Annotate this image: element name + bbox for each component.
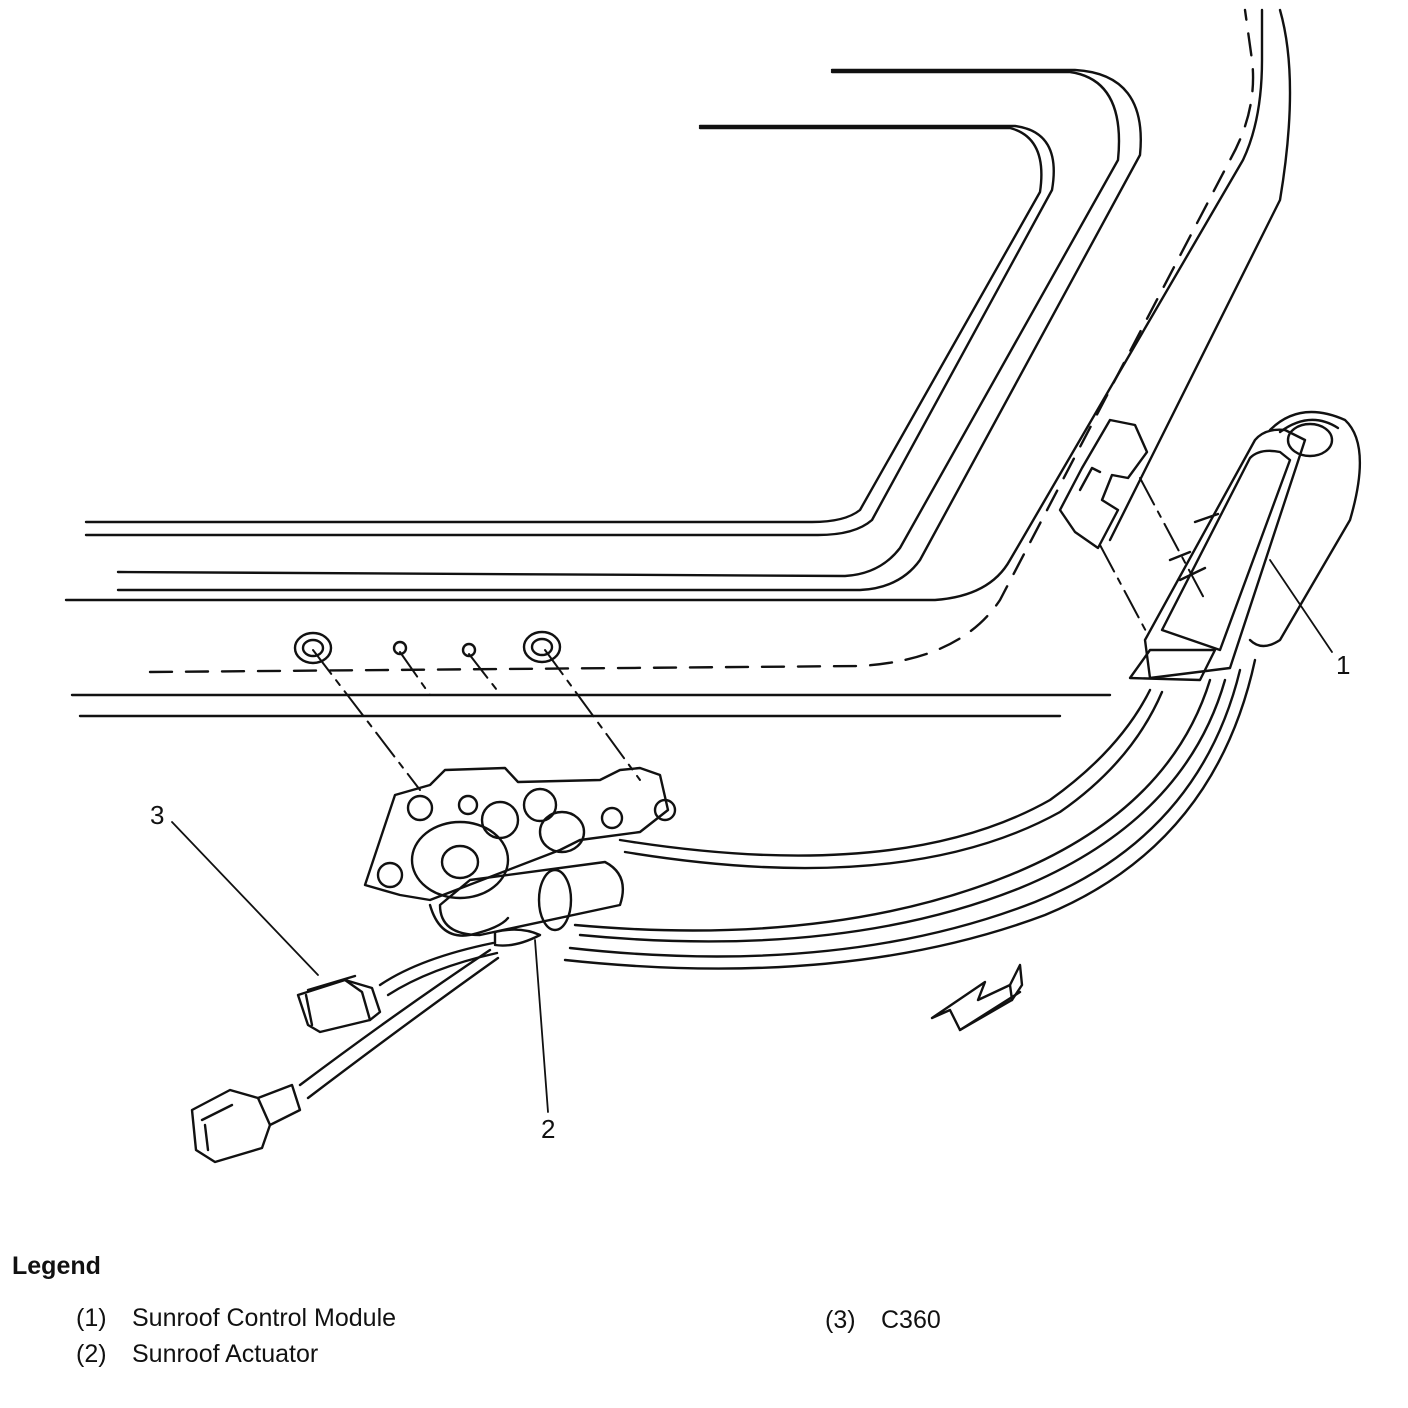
sunroof-actuator <box>363 766 677 947</box>
legend-label: C360 <box>881 1306 941 1334</box>
callout-3: 3 <box>150 800 165 830</box>
sunroof-diagram <box>64 8 1362 1164</box>
legend-label: Sunroof Actuator <box>132 1340 319 1368</box>
install-guide-lines <box>312 477 1206 791</box>
sunroof-control-module <box>1128 410 1362 682</box>
dashed-reference-line <box>148 8 1255 674</box>
connector-c360 <box>296 974 382 1034</box>
roof-fasteners <box>293 630 562 665</box>
legend-item: (2) Sunroof Actuator <box>76 1339 318 1369</box>
roof-panel-edges <box>64 8 1292 718</box>
legend-item: (1) Sunroof Control Module <box>76 1303 396 1333</box>
legend-title: Legend <box>12 1252 101 1280</box>
legend-number: (3) <box>825 1306 856 1334</box>
wiring-harness <box>298 658 1257 1100</box>
roof-opening-frame <box>84 68 1142 592</box>
legend-number: (2) <box>76 1340 107 1368</box>
direction-arrow-icon <box>930 963 1024 1032</box>
callout-1: 1 <box>1336 650 1351 680</box>
mounting-bracket-clip <box>1058 418 1149 550</box>
callout-leaders <box>171 559 1333 1113</box>
harness-connector <box>190 1083 302 1164</box>
legend-number: (1) <box>76 1304 107 1332</box>
legend-item: (3) C360 <box>825 1305 941 1335</box>
callout-2: 2 <box>541 1114 556 1144</box>
legend-label: Sunroof Control Module <box>132 1304 397 1332</box>
